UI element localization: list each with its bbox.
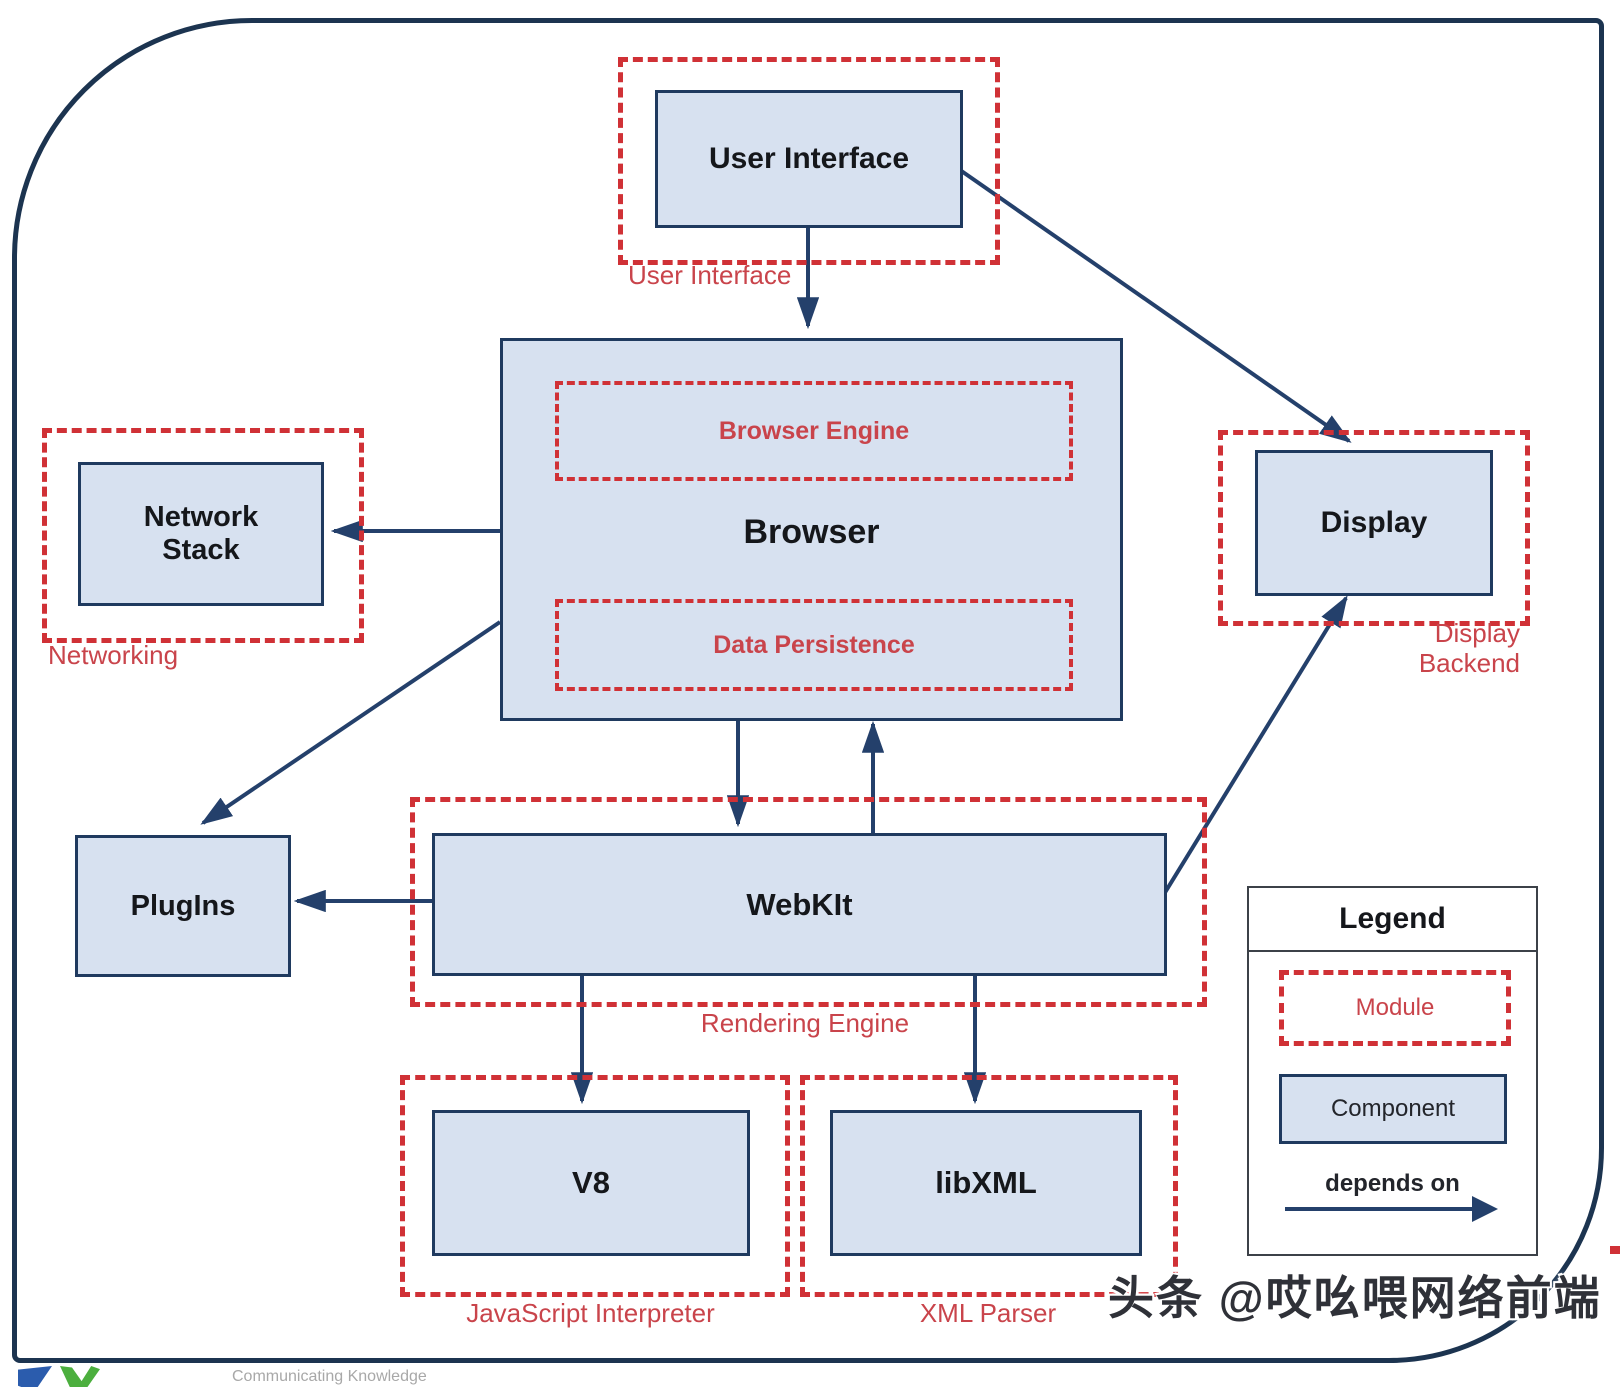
node-display: Display	[1255, 450, 1493, 596]
node-plugins: PlugIns	[75, 835, 291, 977]
node-plugins-label: PlugIns	[130, 889, 236, 922]
node-browser-label: Browser	[743, 513, 880, 551]
legend-module-label: Module	[1355, 994, 1435, 1021]
node-network-stack: Network Stack	[78, 462, 324, 606]
node-user-interface-label: User Interface	[708, 142, 910, 175]
node-user-interface: User Interface	[655, 90, 963, 228]
module-xml-parser	[800, 1075, 1178, 1297]
module-label-user-interface: User Interface	[628, 260, 792, 290]
diagram-frame	[12, 18, 1604, 1363]
module-label-display-backend: Display Backend	[1418, 618, 1520, 678]
module-label-javascript-interpreter: JavaScript Interpreter	[466, 1298, 715, 1328]
publisher-logo-green-icon	[60, 1366, 100, 1387]
legend-component-label: Component	[1330, 1095, 1456, 1122]
node-browser: Browser Engine Browser Data Persistence	[500, 338, 1123, 721]
legend-depends-arrow-head	[1472, 1196, 1498, 1222]
node-v8-label: V8	[572, 1165, 610, 1200]
module-label-browser-engine: Browser Engine	[718, 417, 910, 445]
legend-component-sample: Component	[1279, 1074, 1507, 1144]
publisher-logo-blue-icon	[18, 1366, 52, 1387]
publisher-tagline: Communicating Knowledge	[232, 1368, 427, 1385]
legend-module-sample: Module	[1279, 970, 1511, 1046]
legend-title: Legend	[1249, 888, 1536, 952]
node-display-label: Display	[1320, 506, 1428, 539]
node-libxml: libXML	[830, 1110, 1142, 1256]
module-display-backend	[1218, 430, 1530, 626]
module-rendering-engine	[410, 797, 1207, 1007]
legend-depends-on-label: depends on	[1325, 1170, 1460, 1197]
node-webkit-label: WebKIt	[746, 886, 853, 922]
node-v8: V8	[432, 1110, 750, 1256]
node-libxml-label: libXML	[935, 1165, 1037, 1200]
node-webkit: WebKIt	[432, 833, 1167, 976]
module-label-rendering-engine: Rendering Engine	[700, 1008, 910, 1038]
legend-depends-arrow-line	[1285, 1207, 1472, 1211]
module-label-xml-parser: XML Parser	[919, 1298, 1057, 1328]
module-browser-engine: Browser Engine	[555, 381, 1073, 481]
legend: Legend Module Component depends on	[1247, 886, 1538, 1256]
module-javascript-interpreter	[400, 1075, 790, 1297]
module-label-data-persistence: Data Persistence	[713, 631, 915, 659]
module-user-interface	[618, 57, 1000, 265]
node-network-stack-label: Network Stack	[143, 501, 259, 566]
module-label-networking: Networking	[48, 640, 179, 670]
red-edge-artifact	[1610, 1246, 1620, 1254]
module-data-persistence: Data Persistence	[555, 599, 1073, 691]
module-networking	[42, 428, 364, 643]
watermark-text: 头条 @哎吆喂网络前端	[1108, 1272, 1602, 1324]
